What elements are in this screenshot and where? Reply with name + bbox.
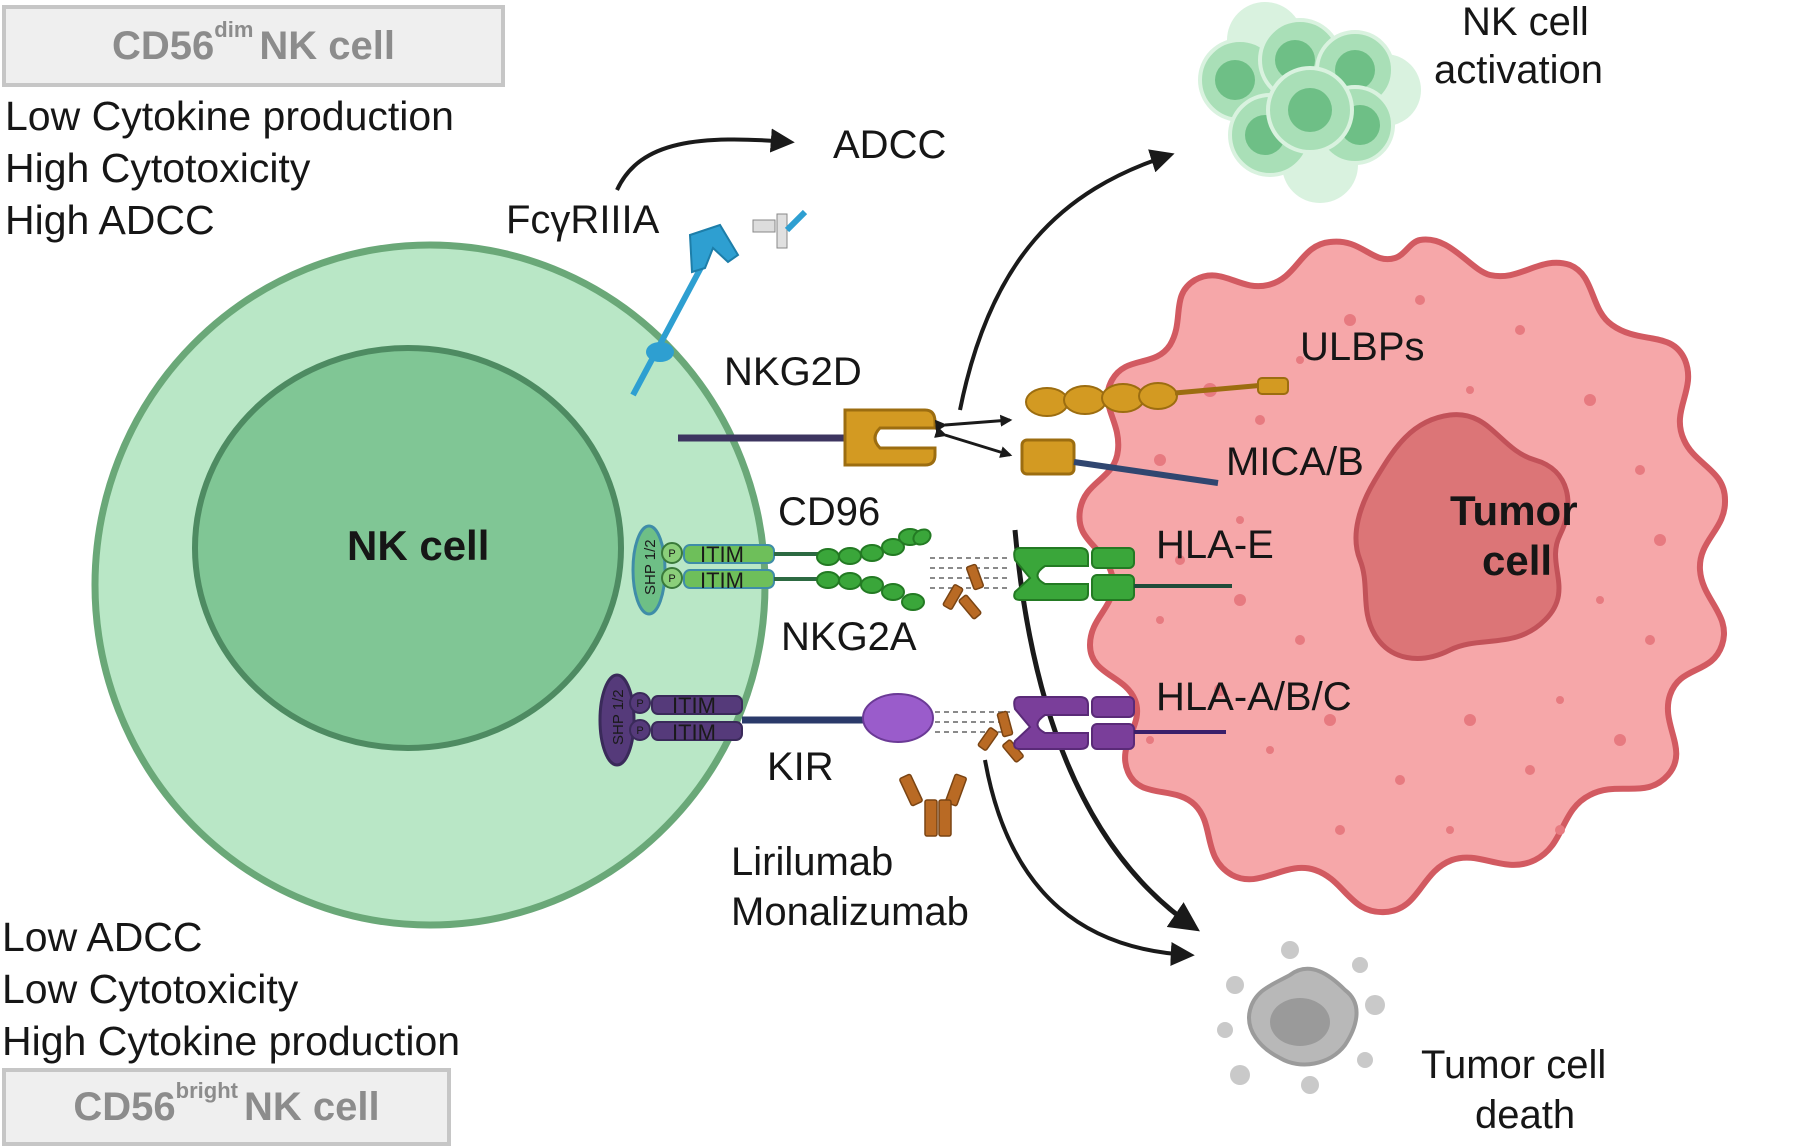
adcc-arrow	[615, 128, 795, 191]
death-label-line1: Tumor cell	[1421, 1043, 1607, 1087]
fcgr-receptor	[630, 209, 808, 397]
dim-trait-1: Low Cytokine production	[5, 93, 454, 139]
drug-lirilumab: Lirilumab	[731, 840, 894, 884]
cd56-bright-prefix: CD56	[73, 1084, 176, 1129]
cd56-dim-prefix: CD56	[112, 23, 215, 68]
nkg2d-interaction-arrows	[934, 414, 1013, 458]
cd56-bright-suffix: NK cell	[243, 1084, 380, 1129]
kir-receptor	[598, 673, 934, 767]
nk-activation-cluster-icon	[1198, 2, 1421, 203]
itim-label-4: ITIM	[672, 720, 716, 745]
drug-monalizumab: Monalizumab	[731, 890, 969, 934]
cd96-label: CD96	[778, 490, 881, 534]
nkg2d-receptor	[678, 408, 937, 467]
mica-label: MICA/B	[1226, 440, 1364, 484]
hla-e-ligand	[1013, 547, 1232, 601]
monalizumab-antibody-icon	[942, 563, 984, 620]
ulbps-label: ULBPs	[1300, 325, 1425, 369]
nk-cell-label: NK cell	[347, 522, 490, 569]
death-arrow-2	[983, 759, 1195, 967]
nkg2d-label: NKG2D	[724, 350, 862, 394]
hla-abc-label: HLA-A/B/C	[1156, 675, 1352, 719]
tumor-granules	[1146, 295, 1666, 835]
p-label-1: P	[668, 548, 675, 560]
death-label-line2: death	[1475, 1093, 1576, 1137]
bright-trait-1: Low ADCC	[2, 914, 203, 960]
itim-label-3: ITIM	[672, 693, 716, 718]
adcc-label: ADCC	[833, 123, 947, 167]
dim-trait-3: High ADCC	[5, 197, 215, 243]
nk-cell-nucleus	[192, 345, 624, 751]
lirilumab-antibody-icon	[899, 773, 967, 837]
mica-ligand	[1020, 438, 1219, 486]
tumor-cell-label-line2: cell	[1482, 537, 1553, 584]
kir-label: KIR	[767, 745, 834, 789]
itim-label-2: ITIM	[700, 568, 744, 593]
p-label-4: P	[636, 725, 643, 737]
itim-label-1: ITIM	[700, 542, 744, 567]
hla-abc-ligand	[1013, 696, 1226, 750]
kir-blocking-zone	[935, 711, 1010, 733]
tumor-cell-label-line1: Tumor	[1450, 487, 1578, 534]
cd96-nkg2a-receptors	[631, 524, 932, 616]
cd56-dim-suffix: NK cell	[259, 23, 395, 68]
activation-label-line2: activation	[1434, 48, 1603, 92]
bright-trait-3: High Cytokine production	[2, 1018, 461, 1064]
shp-label-lower: SHP 1/2	[610, 689, 627, 745]
tumor-death-icon	[1217, 941, 1385, 1094]
bright-trait-2: Low Cytotoxicity	[2, 966, 299, 1012]
p-label-3: P	[636, 698, 643, 710]
cd56-dim-sup: dim	[214, 17, 254, 42]
cd56-bright-sup: bright	[175, 1078, 238, 1103]
activation-label-line1: NK cell	[1462, 0, 1589, 44]
nkg2a-label: NKG2A	[781, 615, 917, 659]
shp-label-upper: SHP 1/2	[642, 539, 659, 595]
lirilumab-antibody-icon-small	[977, 710, 1024, 763]
hla-e-label: HLA-E	[1156, 523, 1274, 567]
ulbps-ligand	[1025, 377, 1289, 417]
activation-arrow	[958, 149, 1175, 411]
tumor-nucleus	[1353, 412, 1571, 661]
fcgr-label: FcγRIIIA	[506, 198, 660, 242]
p-label-2: P	[668, 573, 675, 585]
dim-trait-2: High Cytotoxicity	[5, 145, 311, 191]
